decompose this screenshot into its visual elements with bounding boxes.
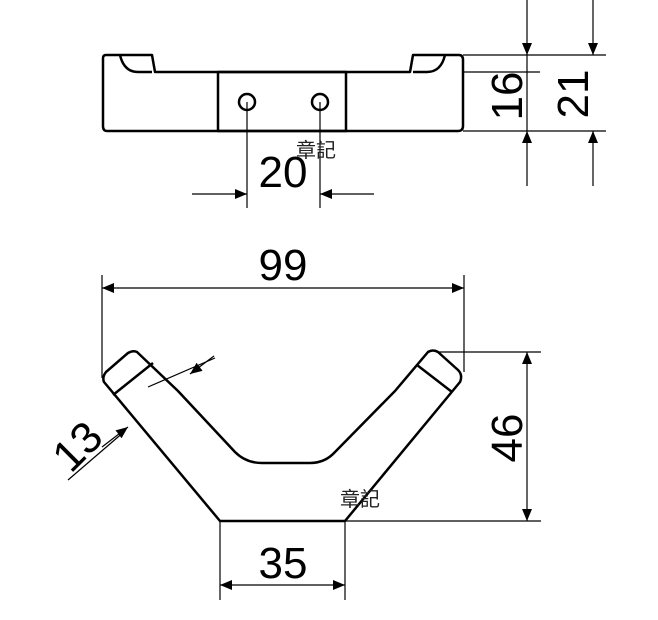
dimension-label-top-height-inner: 16: [483, 72, 532, 121]
front-view: [102, 349, 463, 523]
dimension-arm-width: [101, 355, 215, 448]
right-arm-cap-line: [416, 364, 453, 393]
top-view-left-pocket: [118, 54, 152, 74]
dimension-label-overall-width: 99: [259, 241, 308, 290]
watermark-bottom: 章記: [340, 487, 380, 511]
hook-outline: [102, 349, 463, 523]
top-view: [101, 53, 465, 133]
dimension-label-overall-height: 46: [483, 414, 532, 463]
mounting-plate: [216, 70, 348, 133]
dimension-label-arm-width: 13: [43, 412, 112, 481]
dimension-label-hole-spacing: 20: [259, 148, 308, 197]
left-arm-cap-line: [112, 362, 154, 396]
dimension-label-base-width: 35: [259, 539, 308, 588]
dimension-label-top-height-outer: 21: [549, 70, 598, 119]
top-view-right-pocket: [413, 54, 447, 74]
top-view-outline: [101, 53, 465, 133]
watermark-top: 章記: [296, 138, 336, 162]
